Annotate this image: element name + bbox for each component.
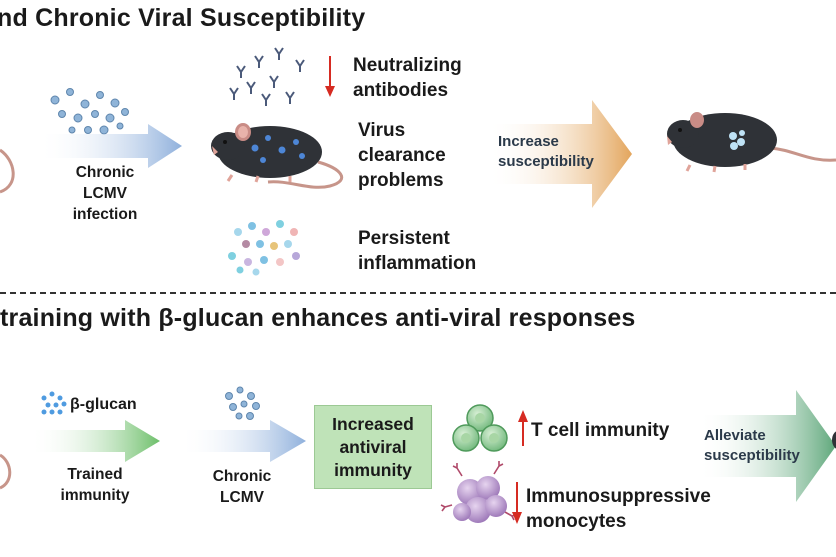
arrow-chronic-lcmv-bottom — [180, 420, 306, 462]
increased-antiviral-immunity-box: Increased antiviral immunity — [314, 405, 432, 489]
panel-divider — [0, 292, 836, 294]
increase-susceptibility-label: Increase susceptibility — [498, 133, 594, 170]
arrow-alleviate-susceptibility — [698, 390, 836, 502]
mouse-tail-bottom-left — [0, 453, 12, 490]
virus-cluster-icon-bottom — [225, 386, 260, 420]
neutralizing-antibodies-label: Neutralizing antibodies — [353, 55, 462, 101]
bottom-panel-title: training with β-glucan enhances anti-vir… — [0, 304, 636, 332]
chronic-lcmv-infection-label: Chronic LCMV infection — [72, 164, 138, 223]
beta-glucan-label: β-glucan — [70, 396, 137, 413]
arrow-increase-susceptibility — [488, 100, 632, 208]
mouse-tail-top-left — [0, 148, 15, 194]
t-cell-icon — [452, 404, 508, 452]
top-panel-title: nd Chronic Viral Susceptibility — [0, 4, 366, 32]
increase-arrow-icon — [518, 410, 528, 446]
alleviate-susceptibility-label: Alleviate susceptibility — [704, 427, 800, 464]
chronic-lcmv-label-bottom: Chronic LCMV — [212, 468, 272, 506]
beta-glucan-icon — [41, 391, 67, 415]
arrow-trained-immunity — [30, 420, 160, 462]
virus-cluster-icon — [50, 88, 129, 135]
cytokine-icon — [228, 220, 300, 276]
mouse-infected-icon — [211, 123, 344, 189]
monocyte-icon — [440, 461, 517, 523]
t-cell-immunity-label: T cell immunity — [531, 420, 670, 441]
trained-immunity-label: Trained immunity — [60, 466, 130, 504]
mouse-protected-icon — [832, 431, 836, 449]
arrow-chronic-lcmv-top — [38, 124, 182, 168]
decrease-arrow-icon-monocytes — [512, 482, 522, 524]
mouse-susceptible-icon — [667, 112, 836, 173]
persistent-inflammation-label: Persistent inflammation — [358, 228, 477, 274]
decrease-arrow-icon — [325, 56, 335, 97]
antibody-icon — [229, 47, 305, 106]
virus-clearance-label: Virus clearance problems — [358, 120, 446, 191]
immunosuppressive-monocytes-label: Immunosuppressive monocytes — [526, 486, 711, 532]
